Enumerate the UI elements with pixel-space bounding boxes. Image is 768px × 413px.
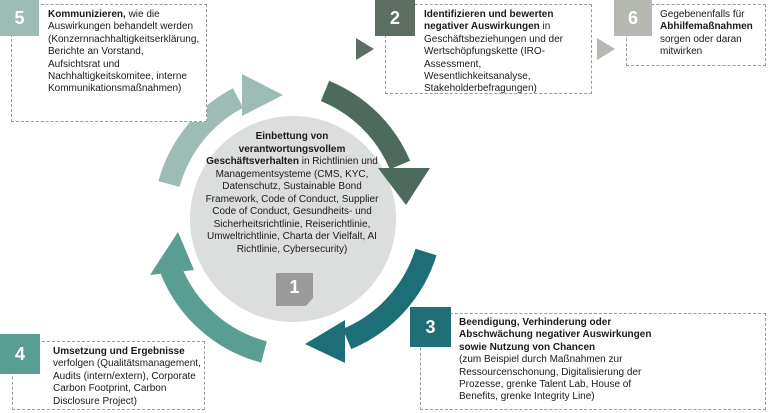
step3-text: Beendigung, Verhinderung oder Abschwächu… [459,317,662,404]
arc-3 [342,248,437,350]
step1-title: Einbettung von verantwortungsvollem Gesc… [206,131,346,167]
step4-text: Umsetzung und Ergebnisse verfolgen (Qual… [53,346,203,408]
step5-body: wie die Auswirkungen behandelt werden (K… [48,9,200,95]
step2-number: 2 [375,0,415,36]
step6-pre: Gegebenenfalls für [660,9,745,20]
step1-number: 1 [289,276,300,297]
arc-2 [320,80,411,170]
step2-text: Identifizieren und bewerten negativer Au… [424,9,588,96]
step1-tag [276,273,313,306]
step5-title: Kommunizieren, [48,9,126,20]
step3-box [420,313,766,410]
arc-4-arrowhead [150,232,194,275]
step2-title: Identifizieren und bewerten negativer Au… [424,9,554,33]
arc-5-arrowhead [242,74,283,116]
step3-title: Beendigung, Verhinderung oder Abschwächu… [459,317,652,353]
step4-box [12,341,205,410]
step5-number: 5 [0,0,39,36]
step6-body: sorgen oder daran mitwirken [660,33,742,58]
step6-title: Abhilfemaßnahmen [660,21,753,33]
arc-2-arrowhead [378,168,430,205]
step4-body: verfolgen (Qualitätsmanagement, Audits (… [53,358,201,407]
step3-number: 3 [410,307,451,347]
step1-text: Einbettung von verantwortungsvollem Gesc… [203,131,381,256]
step2-box [385,4,592,94]
step6-number: 6 [614,0,652,36]
arc-4 [160,265,268,363]
step1-body: in Richtlinien und Managementsysteme (CM… [205,156,379,255]
step6-text: Gegebenenfalls für Abhilfemaßnahmen sorg… [660,9,764,59]
step4-number: 4 [0,334,40,374]
step5-box [11,4,207,122]
step3-body: (zum Beispiel durch Maßnahmen zur Ressou… [459,354,642,403]
arc-3-arrowhead [305,320,345,363]
step4-title: Umsetzung und Ergebnisse [53,346,185,357]
center-disc [190,116,396,322]
step2-body: in Geschäftsbeziehungen und der Wertschö… [424,21,563,95]
pointer-to-2 [356,38,374,60]
step5-text: Kommunizieren, wie die Auswirkungen beha… [48,9,200,96]
pointer-to-6 [597,38,615,60]
arc-5 [158,88,244,188]
